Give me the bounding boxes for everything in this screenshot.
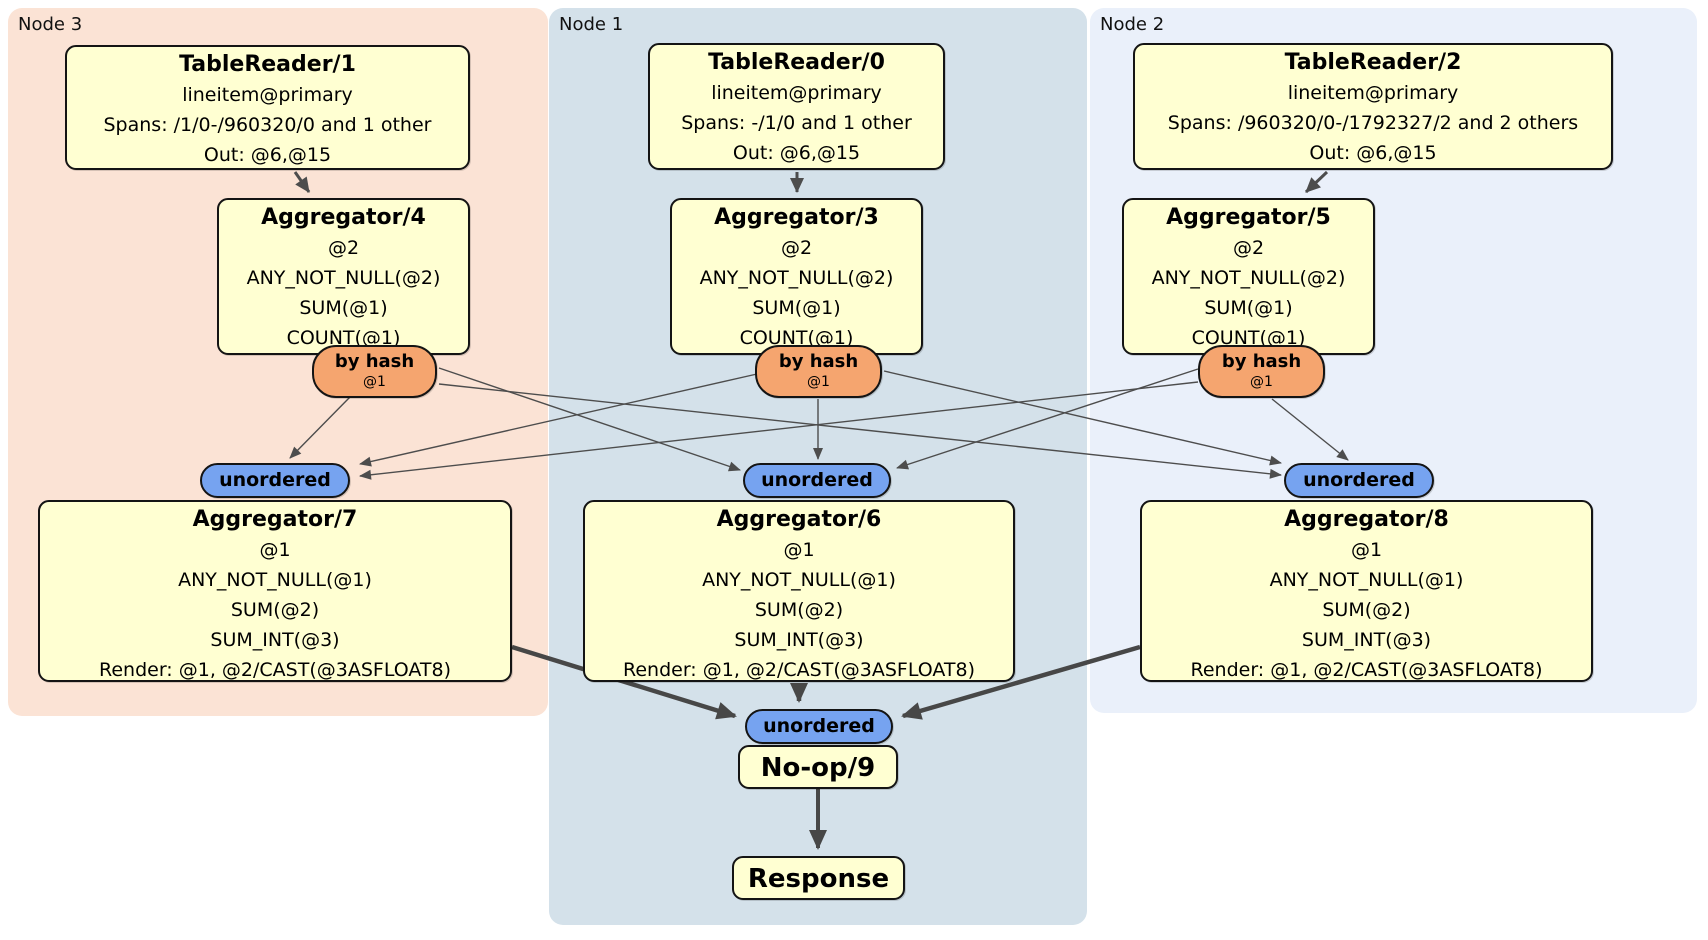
- box-line: Render: @1, @2/CAST(@3ASFLOAT8): [623, 659, 975, 681]
- box-line: SUM(@2): [1322, 599, 1411, 621]
- box-line: ANY_NOT_NULL(@2): [699, 267, 894, 289]
- box-line: @1: [783, 539, 815, 561]
- box-line: lineitem@primary: [1287, 82, 1459, 104]
- box-line: ANY_NOT_NULL(@1): [1269, 569, 1464, 591]
- box-line: lineitem@primary: [182, 84, 353, 106]
- response-title: Response: [747, 864, 890, 894]
- box-line: Out: @6,@15: [1309, 142, 1437, 164]
- box-line: COUNT(@1): [1191, 327, 1306, 349]
- box-line: ANY_NOT_NULL(@2): [246, 267, 441, 289]
- box-line: SUM_INT(@3): [1301, 629, 1432, 651]
- box-line: Spans: /1/0-/960320/0 and 1 other: [103, 114, 432, 136]
- aggregator-3-box: Aggregator/3 @2 ANY_NOT_NULL(@2) SUM(@1)…: [670, 198, 923, 355]
- box-line: @2: [327, 237, 360, 259]
- tablereader-2-box: TableReader/2 lineitem@primary Spans: /9…: [1133, 43, 1613, 170]
- aggregator-3-title: Aggregator/3: [714, 205, 879, 230]
- aggregator-4-title: Aggregator/4: [261, 205, 426, 230]
- tablereader-1-title: TableReader/1: [179, 52, 356, 77]
- node1-label: Node 1: [559, 14, 624, 35]
- box-line: SUM_INT(@3): [210, 629, 340, 651]
- unordered-stream-node3: unordered: [200, 463, 350, 498]
- router-detail: @1: [1250, 374, 1273, 390]
- router-detail: @1: [807, 374, 830, 390]
- router-detail: @1: [363, 374, 386, 390]
- node3-label: Node 3: [18, 14, 83, 35]
- stream-label: unordered: [1303, 469, 1415, 491]
- edge-tablereader2-aggregator5: [1304, 170, 1329, 194]
- aggregator-5-box: Aggregator/5 @2 ANY_NOT_NULL(@2) SUM(@1)…: [1122, 198, 1375, 355]
- edge-hash2-unordered3: [359, 381, 1199, 480]
- aggregator-7-box: Aggregator/7 @1 ANY_NOT_NULL(@1) SUM(@2)…: [38, 500, 512, 682]
- box-line: ANY_NOT_NULL(@2): [1151, 267, 1346, 289]
- aggregator-5-title: Aggregator/5: [1166, 205, 1331, 230]
- tablereader-2-title: TableReader/2: [1284, 50, 1462, 75]
- edge-hash2-unordered2: [1271, 398, 1349, 461]
- tablereader-0-title: TableReader/0: [708, 50, 885, 75]
- edge-hash3-unordered1: [438, 367, 741, 472]
- aggregator-6-title: Aggregator/6: [716, 507, 882, 532]
- aggregator-8-box: Aggregator/8 @1 ANY_NOT_NULL(@1) SUM(@2)…: [1140, 500, 1593, 682]
- aggregator-8-title: Aggregator/8: [1284, 507, 1449, 532]
- box-line: SUM(@1): [752, 297, 841, 319]
- edge-hash2-unordered1: [896, 368, 1199, 470]
- box-line: SUM(@1): [299, 297, 388, 319]
- box-line: Render: @1, @2/CAST(@3ASFLOAT8): [1190, 659, 1543, 681]
- noop-title: No-op/9: [760, 753, 876, 783]
- edge-tablereader1-aggregator4: [293, 171, 311, 193]
- box-line: Out: @6,@15: [732, 142, 861, 164]
- by-hash-router-node2: by hash @1: [1198, 345, 1325, 398]
- box-line: ANY_NOT_NULL(@1): [702, 569, 896, 591]
- box-line: @2: [780, 237, 813, 259]
- box-line: ANY_NOT_NULL(@1): [178, 569, 372, 591]
- edge-hash3-unordered2: [438, 383, 1282, 479]
- tablereader-1-box: TableReader/1 lineitem@primary Spans: /1…: [65, 45, 470, 170]
- edge-hash1-unordered2: [883, 370, 1282, 466]
- box-line: SUM(@2): [230, 599, 320, 621]
- box-line: SUM(@1): [1204, 297, 1293, 319]
- aggregator-6-box: Aggregator/6 @1 ANY_NOT_NULL(@1) SUM(@2)…: [583, 500, 1015, 682]
- node2-label: Node 2: [1100, 14, 1165, 35]
- router-label: by hash: [1221, 351, 1302, 372]
- tablereader-0-box: TableReader/0 lineitem@primary Spans: -/…: [648, 43, 945, 170]
- router-label: by hash: [778, 351, 859, 372]
- aggregator-7-title: Aggregator/7: [192, 507, 358, 532]
- box-line: lineitem@primary: [711, 82, 882, 104]
- unordered-stream-node2: unordered: [1284, 463, 1434, 498]
- box-line: SUM_INT(@3): [734, 629, 864, 651]
- aggregator-4-box: Aggregator/4 @2 ANY_NOT_NULL(@2) SUM(@1)…: [217, 198, 470, 355]
- box-line: @2: [1232, 237, 1265, 259]
- box-line: Out: @6,@15: [203, 144, 332, 166]
- box-line: Spans: -/1/0 and 1 other: [681, 112, 912, 134]
- stream-label: unordered: [763, 715, 875, 737]
- stream-label: unordered: [219, 469, 331, 491]
- box-line: SUM(@2): [754, 599, 844, 621]
- box-line: COUNT(@1): [739, 327, 854, 349]
- by-hash-router-node3: by hash @1: [312, 345, 437, 398]
- box-line: @1: [259, 539, 291, 561]
- by-hash-router-node1: by hash @1: [755, 345, 882, 398]
- noop-box: No-op/9: [738, 745, 898, 789]
- edge-aggregator8-unordered-final: [901, 644, 1141, 720]
- box-line: Render: @1, @2/CAST(@3ASFLOAT8): [99, 659, 451, 681]
- box-line: Spans: /960320/0-/1792327/2 and 2 others: [1167, 112, 1579, 134]
- edge-hash1-unordered3: [359, 373, 758, 467]
- stream-label: unordered: [761, 469, 873, 491]
- box-line: COUNT(@1): [286, 327, 401, 349]
- unordered-stream-node1: unordered: [743, 463, 891, 498]
- box-line: @1: [1350, 539, 1383, 561]
- router-label: by hash: [334, 351, 415, 372]
- response-box: Response: [732, 856, 905, 900]
- unordered-stream-final: unordered: [745, 709, 893, 744]
- edge-hash3-unordered3: [289, 396, 351, 459]
